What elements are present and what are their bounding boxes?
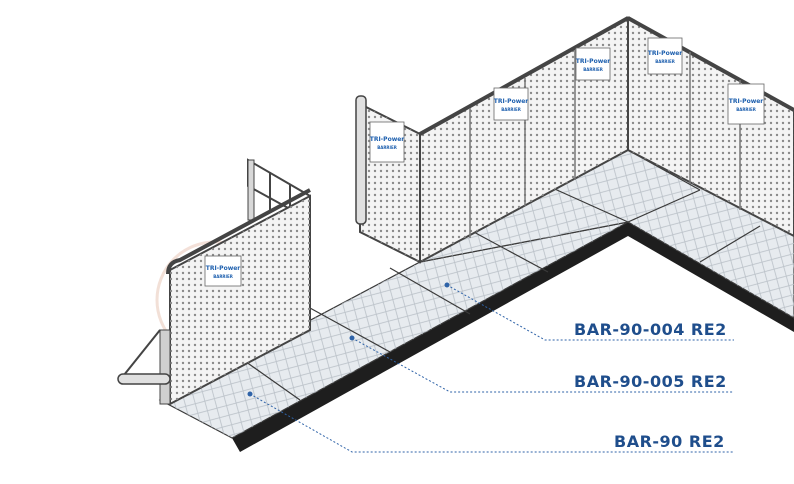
callout-bar-90-005: BAR-90-005 RE2 [574, 372, 727, 391]
logo-sub-text: BARRIER [377, 145, 397, 150]
leader-anchor-3 [247, 391, 253, 397]
callout-bar-90-004: BAR-90-004 RE2 [574, 320, 727, 339]
barrier-panel-middle [355, 95, 421, 264]
leader-anchor-2 [349, 335, 355, 341]
callout-bar-90: BAR-90 RE2 [614, 432, 725, 451]
logo-brand-text: TRI-Power [648, 50, 683, 57]
barrier-panel-front [117, 158, 311, 406]
logo-sub-text: BARRIER [213, 274, 233, 279]
logo-sub-text: BARRIER [583, 67, 603, 72]
logo-brand-text: TRI-Power [370, 136, 405, 143]
leader-line-2 [351, 337, 734, 393]
logo-sub-text: BARRIER [736, 107, 756, 112]
leader-line-3 [249, 393, 734, 453]
logo-brand-text: TRI-Power [729, 98, 764, 105]
leader-anchor-1 [444, 282, 450, 288]
logo-brand-text: TRI-Power [206, 265, 241, 272]
leader-line-1 [446, 284, 734, 341]
callout-leaders [247, 282, 734, 453]
logo-brand-text: TRI-Power [494, 98, 529, 105]
logo-sub-text: BARRIER [655, 59, 675, 64]
logo-brand-text: TRI-Power [576, 58, 611, 65]
logo-sub-text: BARRIER [501, 107, 521, 112]
panel-logo-plates: TRI-PowerBARRIERTRI-PowerBARRIERTRI-Powe… [204, 37, 765, 287]
